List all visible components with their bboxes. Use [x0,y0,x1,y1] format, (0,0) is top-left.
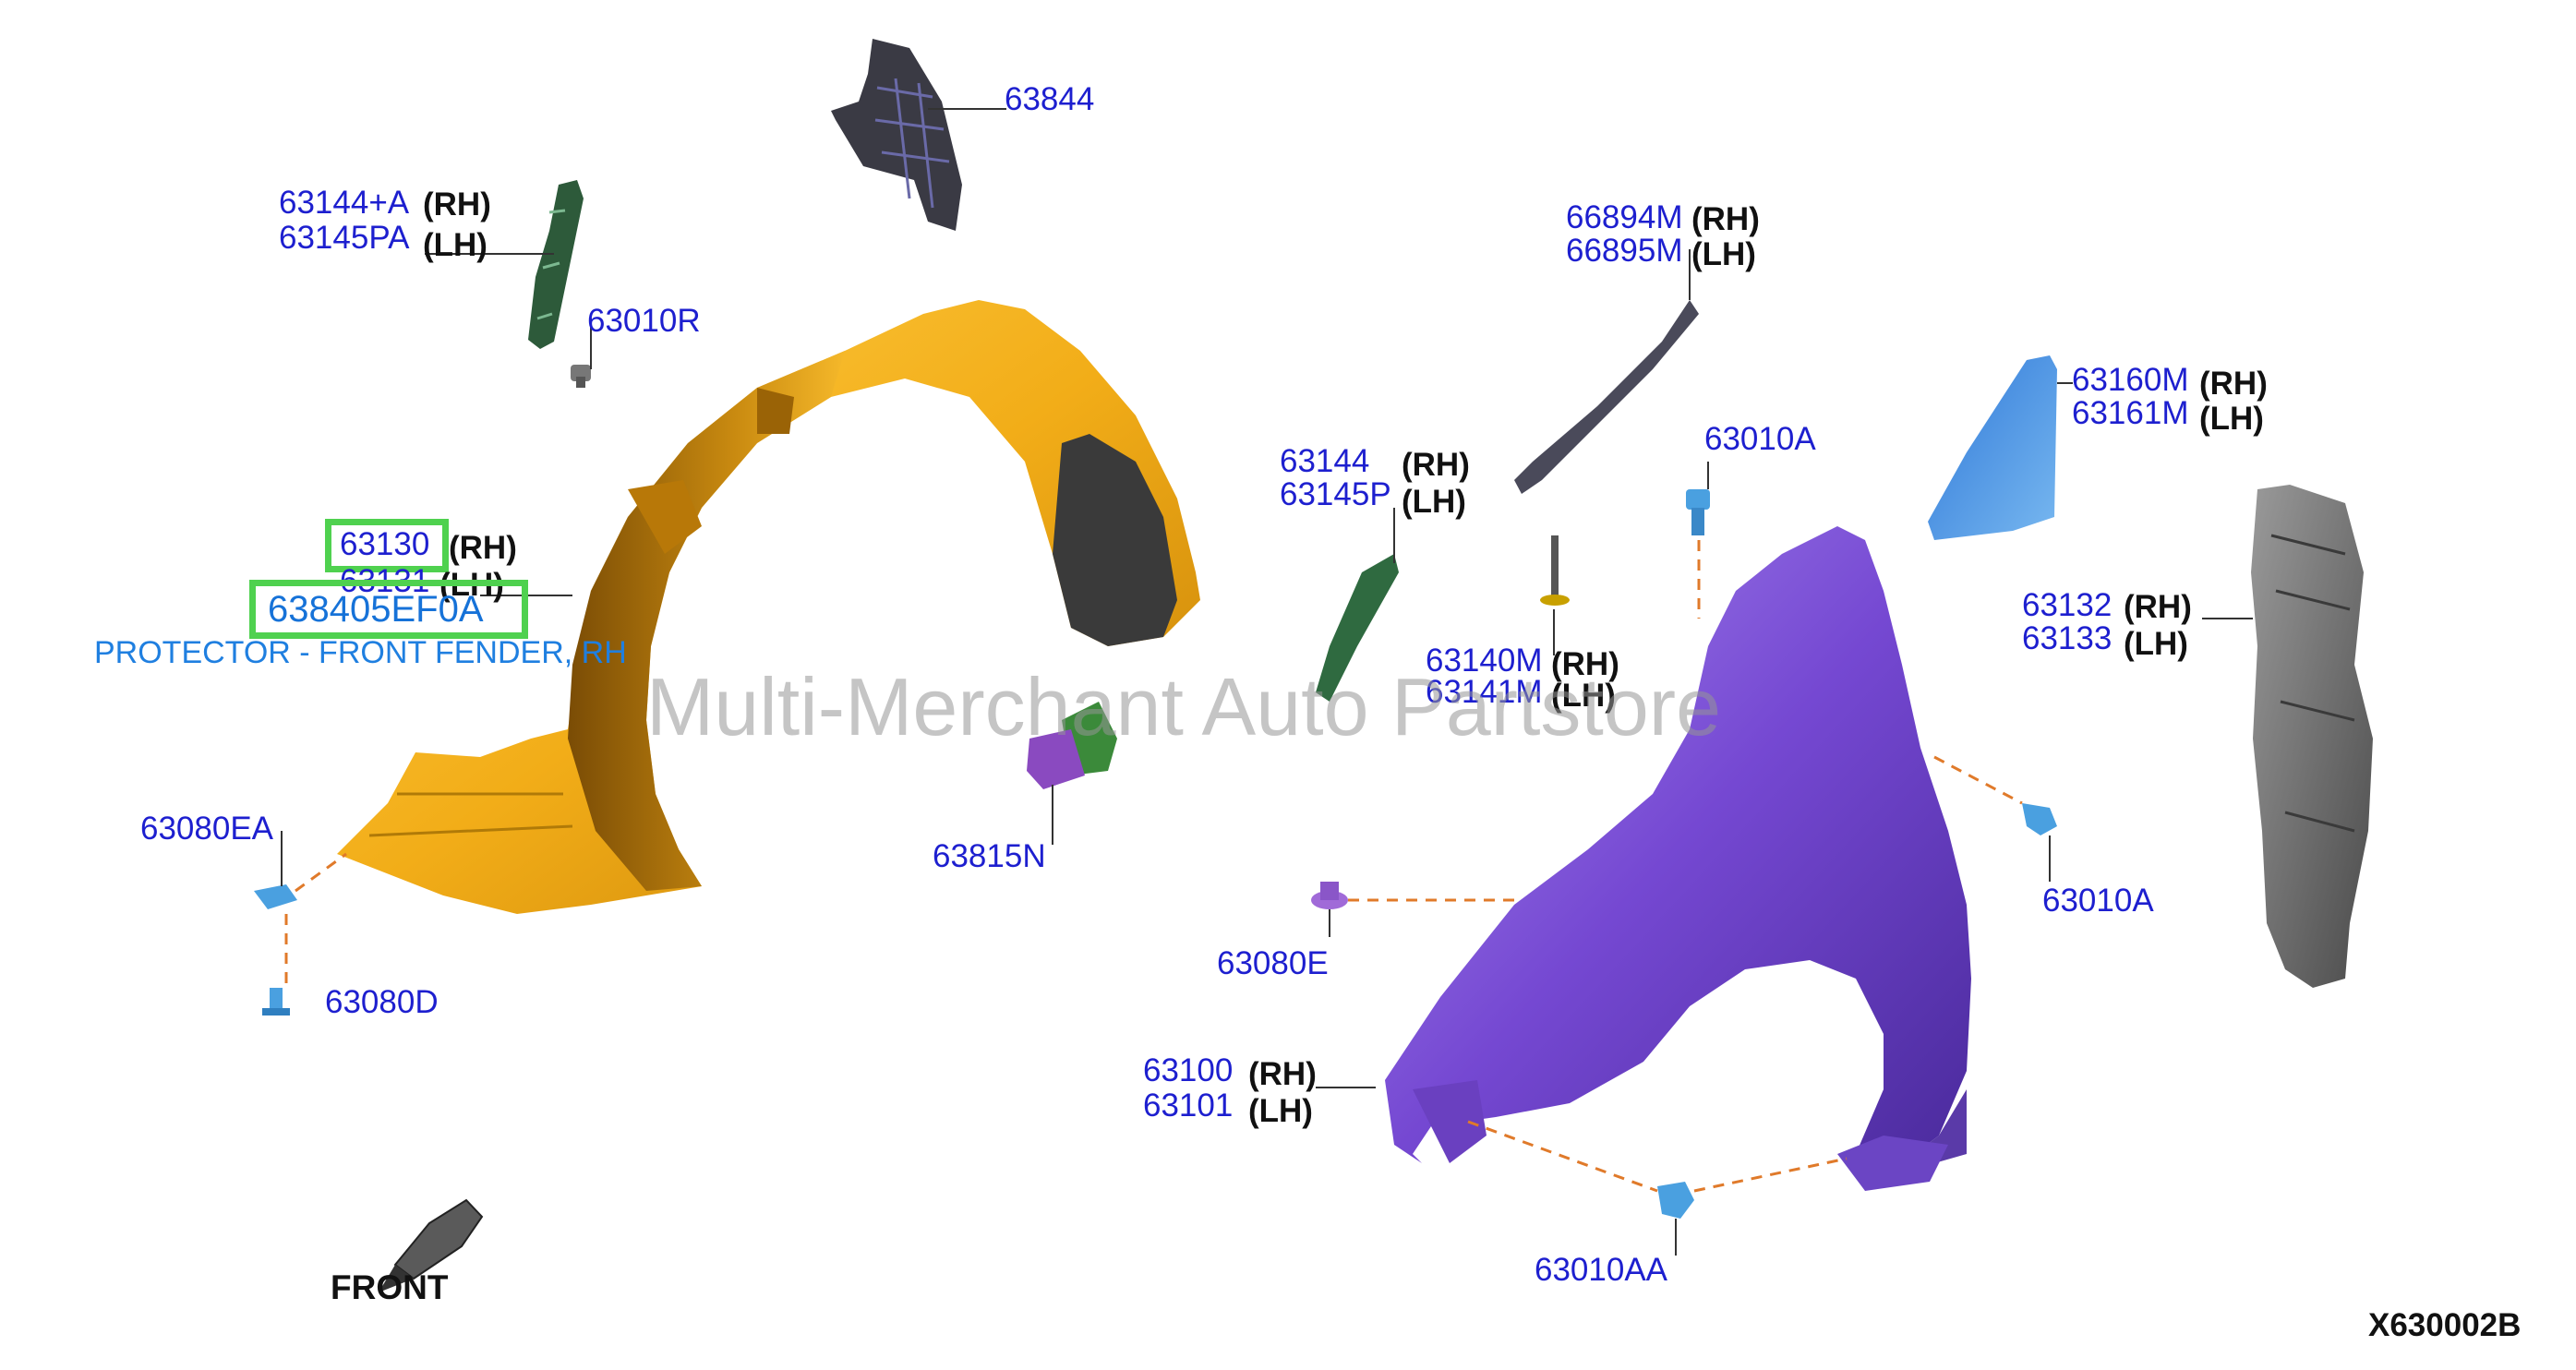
label-63010a-right[interactable]: 63010A [2042,883,2154,919]
label-63130[interactable]: 63130 [340,526,430,562]
label-63133-side: (LH) [2124,626,2188,662]
dashed-assembly-lines [284,540,2023,1193]
label-63010aa[interactable]: 63010AA [1535,1252,1668,1288]
part-63844-shape [831,39,962,231]
label-66895m[interactable]: 66895M [1566,233,1683,269]
part-63010a-right-shape [2022,803,2057,835]
fender-shape [1385,526,1971,1191]
label-63160m-side: (RH) [2199,366,2268,402]
part-63080e-shape [1311,882,1348,909]
label-63132-side: (RH) [2124,589,2192,625]
part-63132-shape [2251,485,2373,988]
label-63144a-side: (RH) [423,186,491,222]
label-63080ea[interactable]: 63080EA [140,811,274,847]
label-63145p[interactable]: 63145P [1280,476,1391,512]
wheel-liner-shape [337,300,1200,914]
part-63144-shape [1316,554,1399,702]
label-63130-side: (RH) [449,530,517,566]
label-63141m-side: (LH) [1551,678,1616,714]
part-63160m-shape [1928,355,2057,540]
label-63844[interactable]: 63844 [1005,81,1095,117]
part-63815n-shape [1027,702,1117,789]
label-63160m[interactable]: 63160M [2072,362,2189,398]
label-63815n[interactable]: 63815N [933,838,1046,874]
diagram-code: X630002B [2368,1307,2522,1343]
label-63144-side: (RH) [1402,447,1470,483]
highlight-638405ef0a [249,580,528,639]
label-63144a[interactable]: 63144+A [279,185,410,221]
front-arrow-icon [379,1198,484,1292]
part-63080d-shape [262,988,290,1015]
label-63141m[interactable]: 63141M [1426,674,1543,710]
label-63161m-side: (LH) [2199,401,2264,437]
part-66894m-shape [1514,300,1699,494]
label-63101-side: (LH) [1248,1093,1313,1129]
label-63133[interactable]: 63133 [2022,620,2113,656]
label-63140m[interactable]: 63140M [1426,643,1543,679]
label-63100[interactable]: 63100 [1143,1052,1234,1088]
label-63080d[interactable]: 63080D [325,984,439,1020]
part-63080ea-shape [254,884,297,909]
label-66894m-side: (RH) [1691,201,1760,237]
label-63140m-side: (RH) [1551,646,1619,682]
label-63161m[interactable]: 63161M [2072,395,2189,431]
part-description: PROTECTOR - FRONT FENDER, RH [94,635,627,670]
leader-lines [281,108,2253,1256]
highlight-63130 [325,519,449,572]
label-63132[interactable]: 63132 [2022,587,2113,623]
part-63010a-top-shape [1686,489,1710,535]
label-66894m[interactable]: 66894M [1566,199,1683,235]
label-63010a-top[interactable]: 63010A [1704,421,1816,457]
part-63140m-shape [1540,535,1570,606]
label-63145p-side: (LH) [1402,484,1466,520]
part-63010aa-shape [1657,1182,1694,1219]
watermark: Multi-Merchant Auto Partstore [646,661,1722,752]
label-63145pa-side: (LH) [423,227,488,263]
label-63100-side: (RH) [1248,1056,1317,1092]
label-63080e[interactable]: 63080E [1217,945,1329,981]
label-66895m-side: (LH) [1691,236,1756,272]
front-label: FRONT [331,1268,449,1306]
label-63101[interactable]: 63101 [1143,1088,1234,1124]
part-63144a-shape [528,180,584,349]
label-63144[interactable]: 63144 [1280,443,1370,479]
label-638405ef0a[interactable]: 638405EF0A [268,589,484,630]
part-63010r-shape [571,365,591,388]
label-63010r[interactable]: 63010R [587,303,701,339]
label-63145pa[interactable]: 63145PA [279,220,410,256]
